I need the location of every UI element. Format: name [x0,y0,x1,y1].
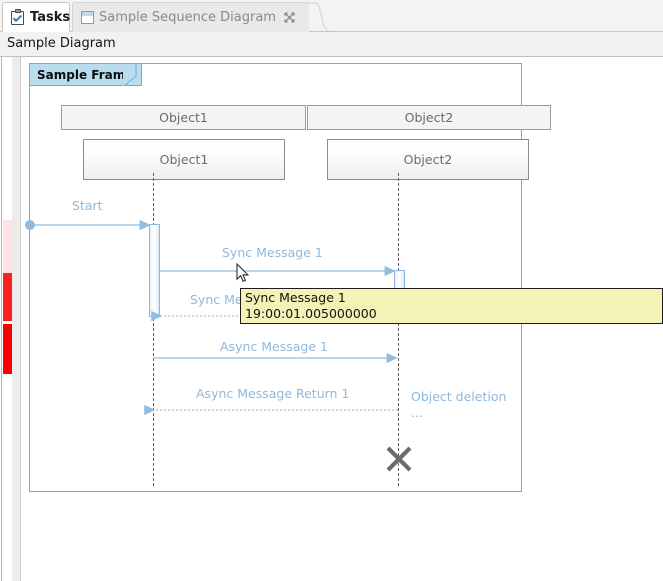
lifeline-box-object2[interactable]: Object2 [327,139,529,180]
frame-label-text: Sample Frame [37,68,133,82]
message-label-sync-message-1[interactable]: Sync Message 1 [222,245,323,260]
tab-sample-sequence-diagram[interactable]: Sample Sequence Diagram [72,2,309,32]
gutter-left-border [1,57,2,581]
tab-tasks-label: Tasks [30,10,70,25]
gutter-right-border [20,57,21,581]
lifeline-object1 [153,173,154,486]
annotation-object-deletion-ellipsis[interactable]: ... [411,405,423,420]
lifeline-object2 [398,173,399,486]
object-header-2[interactable]: Object2 [307,105,551,130]
annotation-object-deletion[interactable]: Object deletion [411,389,506,404]
mouse-cursor [236,263,250,283]
tooltip-timestamp: 19:00:01.005000000 [245,306,662,322]
object-header-1-label: Object1 [159,110,208,125]
editor-tab-bar: Tasks Sample Sequence Diagram [0,0,663,32]
execution-bar-object1[interactable] [149,224,160,317]
marker-gutter[interactable] [0,57,22,581]
tab-tasks[interactable]: Tasks [2,2,70,32]
start-point-marker [25,220,35,230]
frame-tag-corner-decoration [123,64,137,87]
object-header-1[interactable]: Object1 [61,105,306,130]
editor-title-bar: Sample Diagram [0,32,663,57]
marker-red-1[interactable] [3,273,12,321]
tasks-clipboard-icon [11,10,25,25]
marker-red-2[interactable] [3,324,12,374]
tab-sample-sequence-diagram-label: Sample Sequence Diagram [99,10,276,25]
tab-slant-decoration [306,2,330,32]
page-title: Sample Diagram [7,36,116,51]
tooltip-title: Sync Message 1 [245,290,662,306]
message-label-async-message-1[interactable]: Async Message 1 [220,339,328,354]
close-icon[interactable] [284,12,295,23]
message-tooltip: Sync Message 1 19:00:01.005000000 [240,288,663,324]
lifeline-box-object1[interactable]: Object1 [83,139,285,180]
document-icon [81,11,94,24]
lifeline-box-object2-label: Object2 [404,152,453,167]
sequence-frame[interactable]: Sample Frame Object1 Object2 Object1 Obj… [29,63,522,492]
sequence-diagram-canvas[interactable]: Sample Frame Object1 Object2 Object1 Obj… [0,57,663,581]
lifeline-box-object1-label: Object1 [160,152,209,167]
marker-pink[interactable] [3,220,12,273]
message-label-async-message-return-1[interactable]: Async Message Return 1 [196,386,349,401]
object-deletion-x-icon[interactable] [385,445,413,473]
message-label-start[interactable]: Start [72,198,103,213]
object-header-2-label: Object2 [405,110,454,125]
